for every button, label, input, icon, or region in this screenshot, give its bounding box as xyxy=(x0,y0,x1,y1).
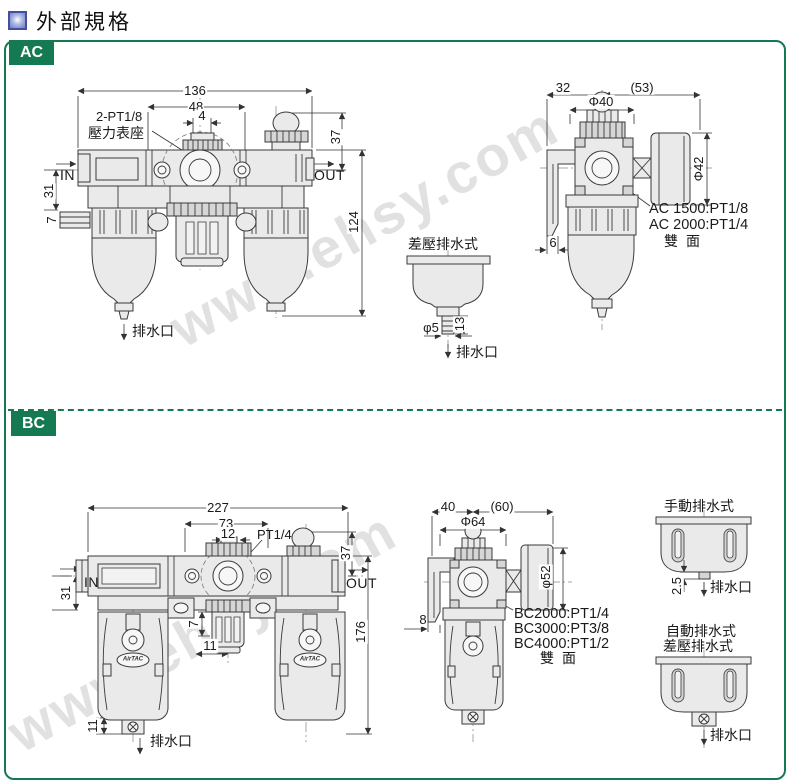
dim-13: 13 xyxy=(451,315,468,333)
dim-37: 37 xyxy=(337,544,354,562)
manual-drain-title: 手動排水式 xyxy=(664,498,734,514)
dim-2-5: 2.5 xyxy=(668,575,685,597)
dim-8: 8 xyxy=(418,611,428,628)
ac-front-view-drawing xyxy=(44,87,366,341)
port-spec-bc4000: BC4000:PT1/2 xyxy=(514,636,610,652)
dim-phi5: φ5 xyxy=(422,319,440,336)
dim-phi40: Φ40 xyxy=(587,93,615,110)
dim-phi42: Φ42 xyxy=(690,155,707,183)
dim-40: 40 xyxy=(439,498,457,515)
dim-31: 31 xyxy=(40,182,57,200)
dim-60: (60) xyxy=(489,498,515,515)
page-title: 外部規格 xyxy=(36,11,132,34)
bc-front-view-drawing xyxy=(52,504,372,755)
dim-7: 7 xyxy=(43,215,60,225)
bc-side-view-drawing xyxy=(404,508,572,742)
dim-11: 11 xyxy=(202,637,218,654)
dim-37: 37 xyxy=(327,128,344,146)
drain-port-label: 排水口 xyxy=(456,344,498,360)
dim-11-bottom: 11 xyxy=(84,718,101,734)
drain-port-label: 排水口 xyxy=(150,733,192,749)
dim-7: 7 xyxy=(185,619,202,629)
port-spec-bc3000: BC3000:PT3/8 xyxy=(514,621,610,637)
ac-side-view-drawing xyxy=(535,90,714,330)
dim-227: 227 xyxy=(206,499,230,516)
in-port-label: IN xyxy=(84,574,99,590)
bc-auto-drain-inset-drawing xyxy=(655,650,752,748)
port-note: PT1/4 xyxy=(257,527,292,542)
dim-phi52: φ52 xyxy=(537,564,554,590)
dim-31: 31 xyxy=(57,584,74,602)
out-port-label: OUT xyxy=(314,167,346,183)
drain-port-label: 排水口 xyxy=(710,579,752,595)
ac-drain-inset-drawing xyxy=(406,250,491,359)
both-sides-label: 雙面 xyxy=(664,233,708,249)
out-port-label: OUT xyxy=(346,575,378,591)
gauge-port-note: 2-PT1/8 xyxy=(96,109,143,124)
drain-port-label: 排水口 xyxy=(710,727,752,743)
tab-section-ac: AC xyxy=(9,40,54,65)
diff-drain-title: 差壓排水式 xyxy=(663,638,733,654)
dim-136: 136 xyxy=(183,82,207,99)
dim-4: 4 xyxy=(197,107,207,124)
tab-section-bc: BC xyxy=(11,411,56,436)
both-sides-label: 雙面 xyxy=(540,650,584,666)
auto-drain-title: 自動排水式 xyxy=(666,623,736,639)
dim-53: (53) xyxy=(629,79,655,96)
port-spec-ac2000: AC 2000:PT1/4 xyxy=(649,217,749,233)
port-spec-ac1500: AC 1500:PT1/8 xyxy=(649,201,749,217)
dim-phi64: Φ64 xyxy=(459,513,487,530)
dim-176: 176 xyxy=(352,620,369,644)
airtac-logo: AirTAC xyxy=(299,656,321,663)
dim-12: 12 xyxy=(219,525,237,542)
dim-6: 6 xyxy=(548,234,558,251)
section-divider xyxy=(8,409,782,411)
bc-manual-drain-inset-drawing xyxy=(655,510,752,600)
section-bullet-icon xyxy=(8,11,27,30)
gauge-seat-label: 壓力表座 xyxy=(88,125,144,141)
dim-124: 124 xyxy=(345,210,362,234)
inset-title: 差壓排水式 xyxy=(408,236,478,252)
dim-32: 32 xyxy=(554,79,572,96)
content-frame xyxy=(4,40,786,780)
port-spec-bc2000: BC2000:PT1/4 xyxy=(514,606,610,622)
in-port-label: IN xyxy=(60,167,75,183)
drain-port-label: 排水口 xyxy=(132,323,174,339)
airtac-logo: AirTAC xyxy=(122,656,144,663)
